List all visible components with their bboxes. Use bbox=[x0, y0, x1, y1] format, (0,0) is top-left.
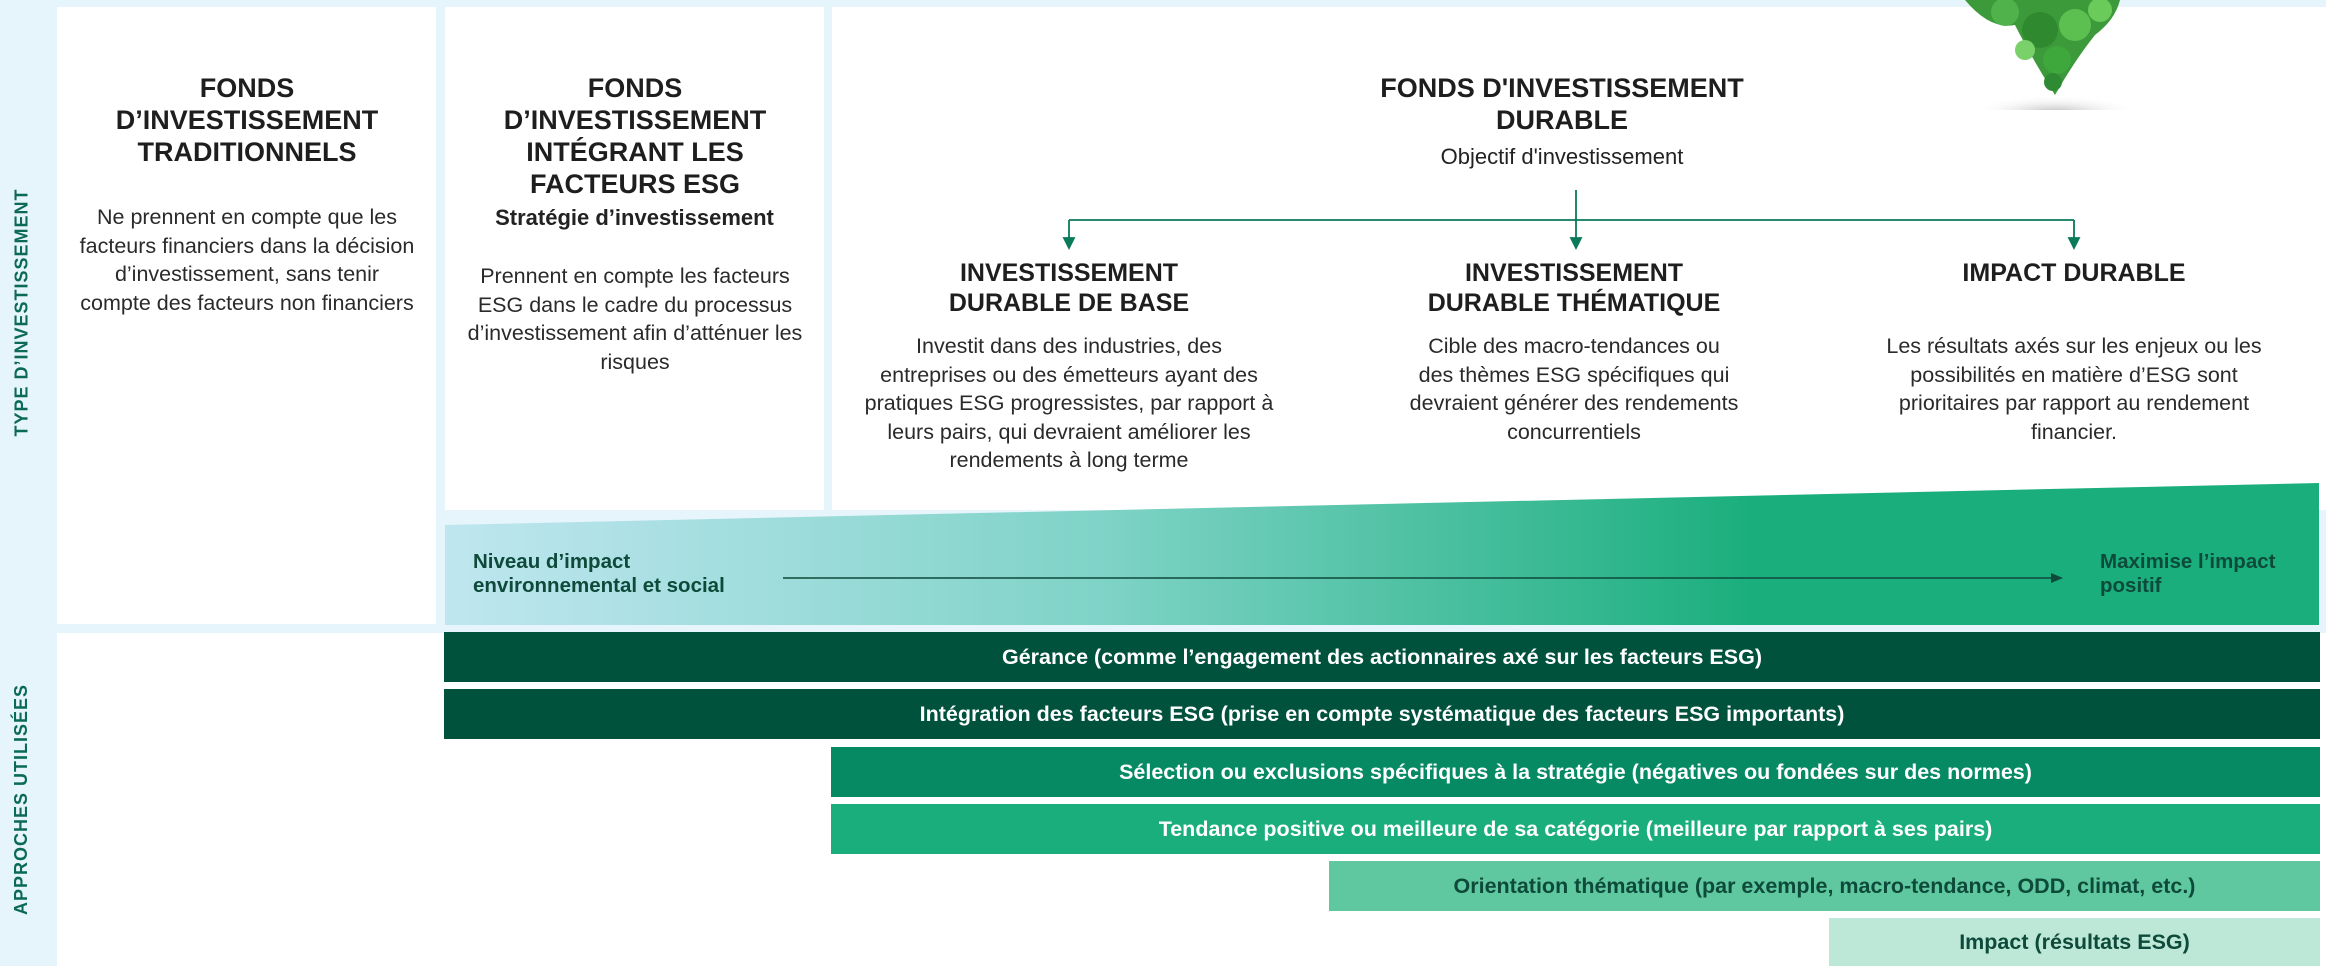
approach-bar-impact: Impact (résultats ESG) bbox=[1829, 918, 2320, 966]
approach-bar-label: Gérance (comme l’engagement des actionna… bbox=[1002, 644, 1762, 669]
esg-funds-text: Prennent en compte les facteurs ESG dans… bbox=[467, 264, 803, 374]
traditional-funds-panel: FONDS D’INVESTISSEMENT TRADITIONNELS Ne … bbox=[57, 7, 436, 624]
side-label-approaches-text: APPROCHES UTILISÉES bbox=[11, 683, 32, 915]
traditional-funds-title: FONDS D’INVESTISSEMENT TRADITIONNELS bbox=[115, 73, 379, 167]
approach-bar-stewardship: Gérance (comme l’engagement des actionna… bbox=[444, 632, 2320, 682]
approach-bar-label: Intégration des facteurs ESG (prise en c… bbox=[919, 701, 1845, 726]
approach-bar-label: Sélection ou exclusions spécifiques à la… bbox=[1119, 759, 2032, 784]
durable-impact-text: Les résultats axés sur les enjeux ou les… bbox=[1886, 334, 2262, 444]
durable-impact-title: IMPACT DURABLE bbox=[1962, 259, 2186, 287]
approach-bar-screening: Sélection ou exclusions spécifiques à la… bbox=[831, 747, 2320, 797]
durable-thematic-text: Cible des macro-tendances ou des thèmes … bbox=[1409, 334, 1739, 444]
approach-bar-best-in-class: Tendance positive ou meilleure de sa cat… bbox=[831, 804, 2320, 854]
approach-bar-esg-integration: Intégration des facteurs ESG (prise en c… bbox=[444, 689, 2320, 739]
side-label-investment-type-text: TYPE D’INVESTISSEMENT bbox=[11, 187, 32, 437]
esg-funds-subtitle: Stratégie d’investissement bbox=[495, 205, 774, 230]
side-label-investment-type: TYPE D’INVESTISSEMENT bbox=[0, 0, 44, 624]
esg-funds-title: FONDS D’INVESTISSEMENT INTÉGRANT LES FAC… bbox=[503, 73, 767, 199]
durable-base-title: INVESTISSEMENT DURABLE DE BASE bbox=[948, 259, 1190, 317]
approaches-panel bbox=[57, 633, 2326, 966]
approach-bar-label: Orientation thématique (par exemple, mac… bbox=[1453, 873, 2196, 898]
impact-scale bbox=[445, 483, 2319, 625]
durable-base-text: Investit dans des industries, des entrep… bbox=[864, 334, 1274, 472]
tree-illustration-icon bbox=[1965, 0, 2139, 110]
approach-bar-label: Impact (résultats ESG) bbox=[1959, 929, 2190, 954]
traditional-funds-text: Ne prennent en compte que les facteurs f… bbox=[79, 205, 415, 315]
durable-funds-panel: FONDS D'INVESTISSEMENT DURABLE Objectif … bbox=[832, 7, 2326, 510]
approach-bar-thematic: Orientation thématique (par exemple, mac… bbox=[1329, 861, 2320, 911]
objective-connector bbox=[1062, 190, 2081, 251]
durable-funds-title: FONDS D'INVESTISSEMENT DURABLE bbox=[1380, 73, 1744, 135]
impact-scale-left-label: Niveau d’impact environnemental et socia… bbox=[473, 550, 725, 597]
durable-funds-subtitle: Objectif d'investissement bbox=[1440, 144, 1684, 169]
side-label-approaches: APPROCHES UTILISÉES bbox=[0, 632, 44, 966]
impact-scale-right-label: Maximise l’impact positif bbox=[2100, 550, 2276, 597]
approach-bar-label: Tendance positive ou meilleure de sa cat… bbox=[1158, 816, 1993, 841]
esg-funds-panel: FONDS D’INVESTISSEMENT INTÉGRANT LES FAC… bbox=[445, 7, 824, 510]
durable-thematic-title: INVESTISSEMENT DURABLE THÉMATIQUE bbox=[1427, 259, 1721, 317]
